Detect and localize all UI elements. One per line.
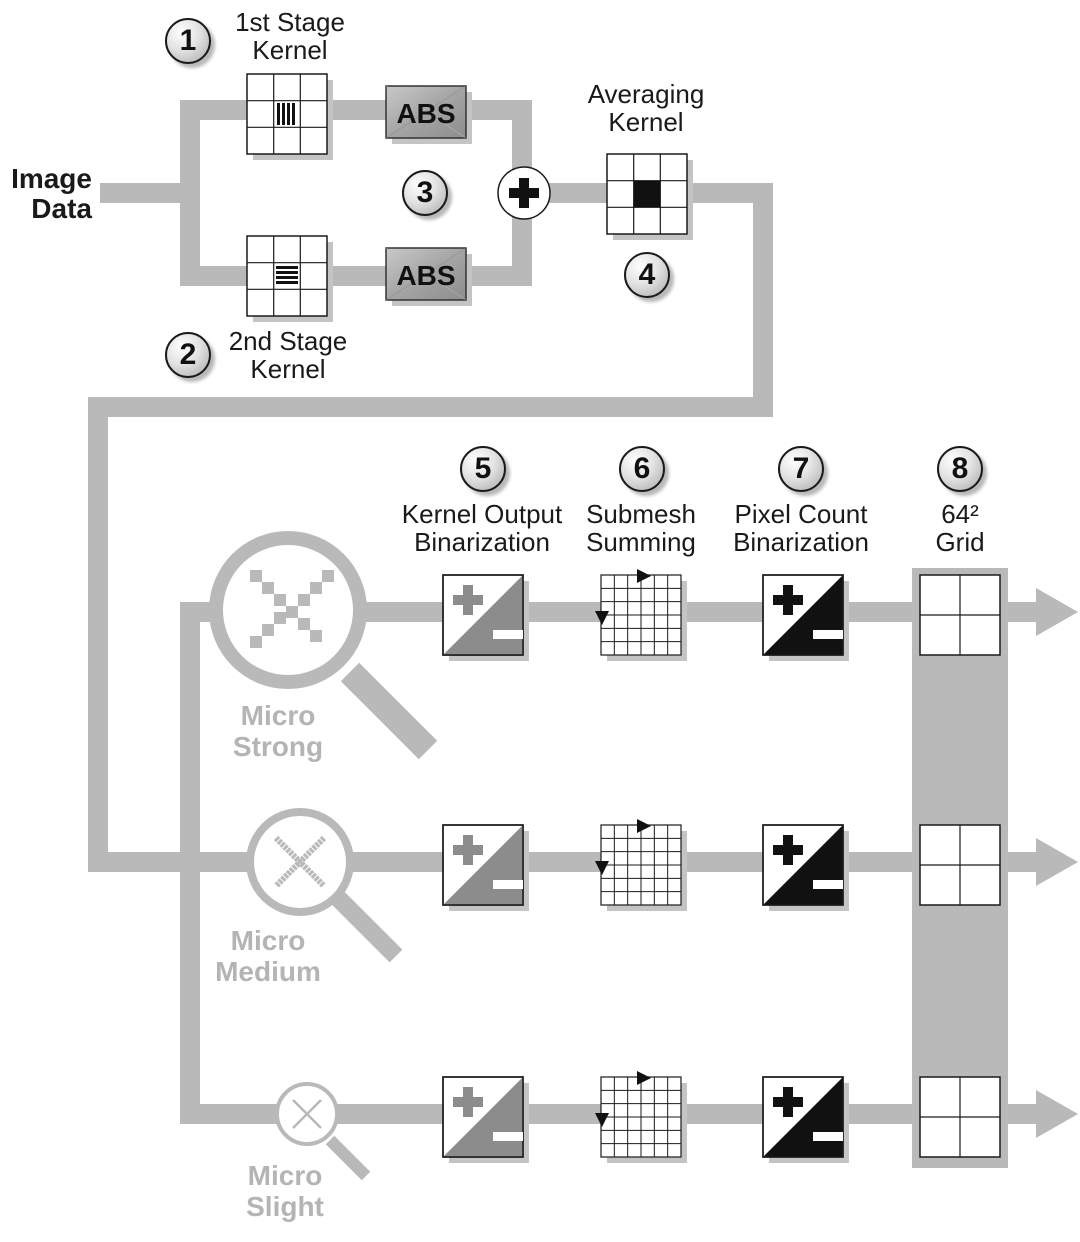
kernel-binarization-icon-slight xyxy=(442,1076,529,1163)
output-arrow-strong xyxy=(1036,588,1078,636)
scan-arrow-right-icon xyxy=(637,819,651,833)
step-badge-8: 8 xyxy=(937,446,983,492)
pixel-count-binarization-icon-medium xyxy=(762,824,849,911)
branch-label-strong-line1: Micro xyxy=(240,700,316,731)
submesh-summing-icon-medium xyxy=(595,819,687,911)
abs-label-upper: ABS xyxy=(396,98,455,129)
step-badge-4: 4 xyxy=(624,252,670,298)
abs-box-lower: ABS xyxy=(385,247,472,306)
branch-label-medium-line1: Micro xyxy=(230,925,306,956)
pixel-count-binarization-icon-slight xyxy=(762,1076,849,1163)
magnifier-large-icon xyxy=(209,531,438,760)
pixel-count-binarization-icon-strong xyxy=(762,574,849,661)
step-label-5-line1: Kernel Output xyxy=(401,499,563,529)
step-badge-6: 6 xyxy=(619,446,665,492)
first-stage-kernel-icon xyxy=(246,73,333,160)
step-label-1-line2: Kernel xyxy=(252,35,328,65)
branch-label-strong: Micro Strong xyxy=(208,700,348,762)
row-strong-pipe xyxy=(360,602,1040,622)
step-label-6-line1: Submesh xyxy=(586,499,696,529)
split-pipe xyxy=(180,100,200,286)
step-badge-2: 2 xyxy=(165,332,211,378)
step-label-2-line1: 2nd Stage xyxy=(228,326,348,356)
step-label-7: Pixel Count Binarization xyxy=(711,500,891,556)
abs-box-upper: ABS xyxy=(385,85,472,144)
input-label-line1: Image xyxy=(11,163,92,194)
step-label-4: Averaging Kernel xyxy=(556,80,736,136)
magnifier-small-icon xyxy=(275,1082,371,1181)
second-stage-kernel-icon xyxy=(246,235,333,322)
step-label-2: 2nd Stage Kernel xyxy=(198,327,378,383)
branch-label-strong-line2: Strong xyxy=(232,731,324,762)
row-icons xyxy=(442,569,1001,1163)
averaging-kernel-icon xyxy=(606,153,693,240)
scan-arrow-down-icon xyxy=(595,861,609,875)
step-label-4-line1: Averaging xyxy=(587,79,705,109)
magnifier-medium-icon xyxy=(246,808,403,963)
step-label-7-line1: Pixel Count xyxy=(734,499,868,529)
kernel-binarization-icon-strong xyxy=(442,574,529,661)
step-badge-7: 7 xyxy=(778,446,824,492)
branch-label-medium: Micro Medium xyxy=(198,925,338,987)
step-label-4-line2: Kernel xyxy=(608,107,684,137)
submesh-summing-icon-strong xyxy=(595,569,687,661)
left-bus-pipe xyxy=(88,397,108,872)
step-label-8-line1: 64² xyxy=(941,499,979,529)
step-label-8: 64² Grid xyxy=(910,500,1010,556)
scan-arrow-right-icon xyxy=(637,1071,651,1085)
right-drop-pipe xyxy=(753,183,773,417)
step-label-6-line2: Summing xyxy=(586,527,696,557)
grid-64-icon-slight xyxy=(919,1076,1001,1158)
output-arrow-slight xyxy=(1036,1090,1078,1138)
branch-label-slight-line2: Slight xyxy=(246,1191,324,1222)
step-label-6: Submesh Summing xyxy=(571,500,711,556)
branch-label-medium-line2: Medium xyxy=(215,956,321,987)
lower-branch-pipe xyxy=(180,266,532,286)
distribution-pipe xyxy=(180,602,200,1124)
step-label-5-line2: Binarization xyxy=(414,527,550,557)
step-badge-1: 1 xyxy=(165,18,211,64)
submesh-summing-icon-slight xyxy=(595,1071,687,1163)
return-pipe xyxy=(88,397,773,417)
output-arrow-medium xyxy=(1036,838,1078,886)
step-label-2-line2: Kernel xyxy=(250,354,326,384)
step-label-7-line2: Binarization xyxy=(733,527,869,557)
scan-arrow-down-icon xyxy=(595,611,609,625)
input-pipe xyxy=(100,183,190,203)
step-label-8-line2: Grid xyxy=(935,527,985,557)
step-label-1-line1: 1st Stage xyxy=(235,7,345,37)
input-label: Image Data xyxy=(0,164,92,224)
branch-label-slight-line1: Micro xyxy=(247,1160,323,1191)
kernel-binarization-icon-medium xyxy=(442,824,529,911)
scan-arrow-down-icon xyxy=(595,1113,609,1127)
grid-64-icon-strong xyxy=(919,574,1001,656)
step-label-5: Kernel Output Binarization xyxy=(392,500,572,556)
grid-64-icon-medium xyxy=(919,824,1001,906)
to-slight-pipe xyxy=(180,1104,280,1124)
upper-branch-pipe xyxy=(180,100,532,120)
abs-label-lower: ABS xyxy=(396,260,455,291)
step-badge-3: 3 xyxy=(402,170,448,216)
input-label-line2: Data xyxy=(31,193,92,224)
branch-label-slight: Micro Slight xyxy=(215,1160,355,1222)
step-label-1: 1st Stage Kernel xyxy=(200,8,380,64)
step-badge-5: 5 xyxy=(460,446,506,492)
scan-arrow-right-icon xyxy=(637,569,651,583)
sum-node-icon xyxy=(497,166,551,220)
bus-to-medium-pipe xyxy=(88,852,268,872)
